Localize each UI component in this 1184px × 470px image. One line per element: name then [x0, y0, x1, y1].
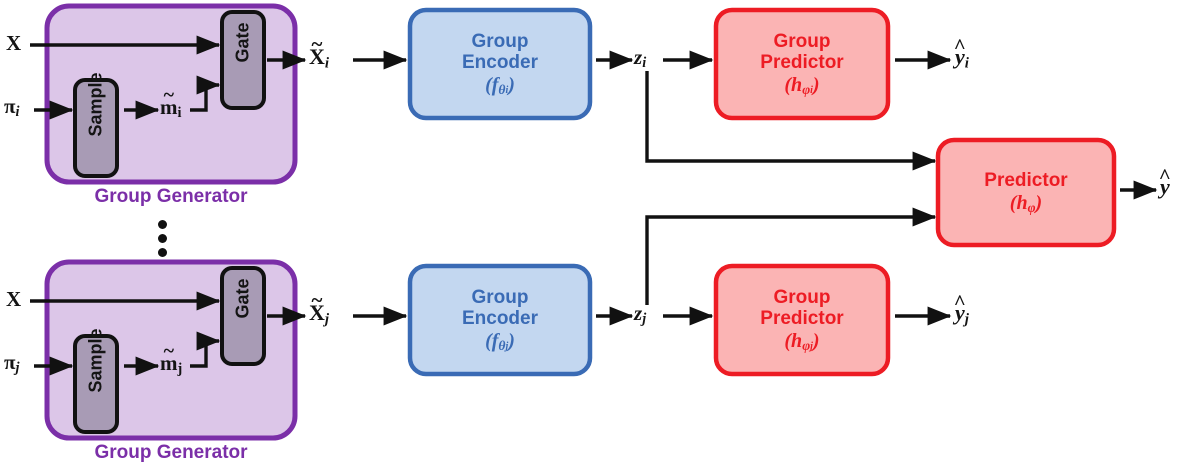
latent-label-z-i: zi	[634, 45, 647, 72]
group-predictor-box-j	[713, 263, 891, 377]
mask-label-i: ~mi	[160, 83, 182, 122]
group-generator-caption-j: Group Generator	[94, 442, 248, 463]
connector-z-j-to-predictor	[645, 207, 937, 305]
sample-block-j	[73, 334, 119, 434]
arrow-mask-to-gate-i	[190, 75, 221, 112]
gate-block-label-i: Gate	[232, 22, 253, 63]
input-label-x-j: X	[6, 287, 22, 311]
connector-z-i-to-predictor	[645, 71, 937, 171]
input-label-x-i: X	[6, 31, 22, 55]
gate-block-label-j: Gate	[232, 278, 253, 319]
latent-label-z-j: zj	[634, 301, 647, 328]
group-predictor-box-i	[713, 7, 891, 121]
sample-block-label-j: Sample	[85, 328, 106, 393]
arrow-mask-to-gate-j	[190, 331, 221, 368]
predictor-box	[935, 137, 1117, 248]
mask-label-j: ~mj	[160, 339, 183, 378]
output-label-yhat-i: ^yi	[953, 33, 969, 72]
output-label-yhat-j: ^yj	[953, 289, 969, 328]
group-generator-caption-i: Group Generator	[94, 186, 248, 207]
masked-input-label-j: ~Xj	[309, 288, 330, 328]
sample-block-label-i: Sample	[85, 72, 106, 137]
ellipsis-between-generators	[158, 220, 170, 260]
input-label-pi-i: πi	[4, 94, 20, 121]
group-encoder-box-i	[407, 7, 593, 121]
sample-block-i	[73, 78, 119, 178]
gate-block-i	[220, 10, 266, 110]
masked-input-label-i: ~Xi	[309, 32, 330, 72]
input-label-pi-j: πj	[4, 350, 20, 377]
gate-block-j	[220, 266, 266, 366]
output-label-yhat: ^y	[1158, 163, 1171, 199]
group-encoder-box-j	[407, 263, 593, 377]
